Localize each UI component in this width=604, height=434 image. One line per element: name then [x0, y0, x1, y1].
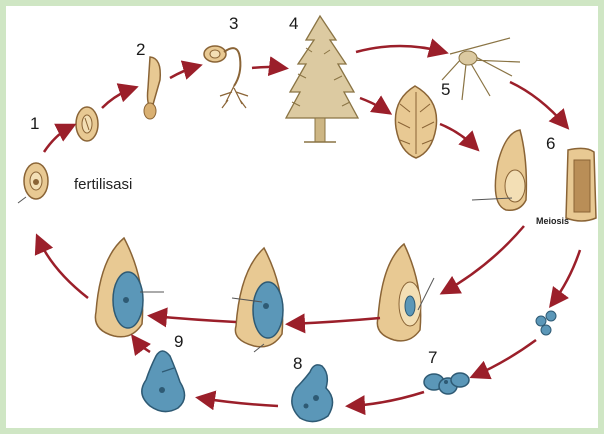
- arrow-3-to-4: [252, 67, 284, 68]
- meiosis-label: Meiosis: [536, 216, 569, 226]
- arrow-1-to-seed: [44, 126, 72, 152]
- pollen-cone-branch-illustration: [442, 38, 520, 100]
- stage-4-pine-tree-illustration: [286, 16, 358, 142]
- arrow-8-to-9: [200, 398, 278, 406]
- arrow-5-to-6: [440, 124, 476, 148]
- arrow-4-to-5: [360, 98, 388, 112]
- stage-number-1: 1: [30, 114, 39, 134]
- developing-seed-illustration: [76, 107, 98, 141]
- ovule-young-gametophyte-illustration: [377, 244, 434, 341]
- arrow-6-to-young-gametophyte: [444, 226, 524, 292]
- megasporangium-illustration: [566, 148, 596, 221]
- arrow-seed-to-2: [102, 88, 134, 108]
- stage-number-2: 2: [136, 40, 145, 60]
- stage-1-ovule-illustration: [18, 163, 48, 203]
- stage-2-winged-seed-illustration: [144, 57, 160, 119]
- stage-number-7: 7: [428, 348, 437, 368]
- arrow-4-to-pollen-cone: [356, 46, 444, 52]
- stage-number-8: 8: [293, 354, 302, 374]
- stage-9-gametophyte-illustration: [142, 351, 185, 412]
- arrow-2-to-3: [170, 66, 198, 78]
- stage-3-seedling-illustration: [204, 46, 248, 108]
- stage-5-ovulate-cone-illustration: [395, 86, 436, 158]
- arrow-megasporangium-to-spores: [552, 250, 580, 304]
- megaspores-illustration: [536, 311, 556, 335]
- ovule-fertilization-illustration: [95, 238, 164, 337]
- ovule-mature-gametophyte-illustration: [232, 248, 283, 352]
- arrow-9-to-ovule: [134, 338, 150, 352]
- stage-6-ovule-section-illustration: [472, 130, 526, 210]
- stage-number-5: 5: [441, 80, 450, 100]
- stage-7-germinating-spore-illustration: [424, 373, 469, 394]
- stage-number-9: 9: [174, 332, 183, 352]
- arrow-fertilization-to-1: [38, 238, 88, 298]
- arrow-7-to-8: [350, 392, 424, 406]
- stage-number-3: 3: [229, 14, 238, 34]
- arrow-mature-gametophyte-to-fertilization: [152, 316, 236, 322]
- arrow-pollen-cone-to-megasporangium: [510, 82, 566, 126]
- stage-number-4: 4: [289, 14, 298, 34]
- arrow-young-to-mature-gametophyte: [290, 318, 380, 324]
- arrow-spores-to-7: [474, 340, 536, 376]
- stage-number-6: 6: [546, 134, 555, 154]
- fertilization-label: fertilisasi: [74, 176, 132, 193]
